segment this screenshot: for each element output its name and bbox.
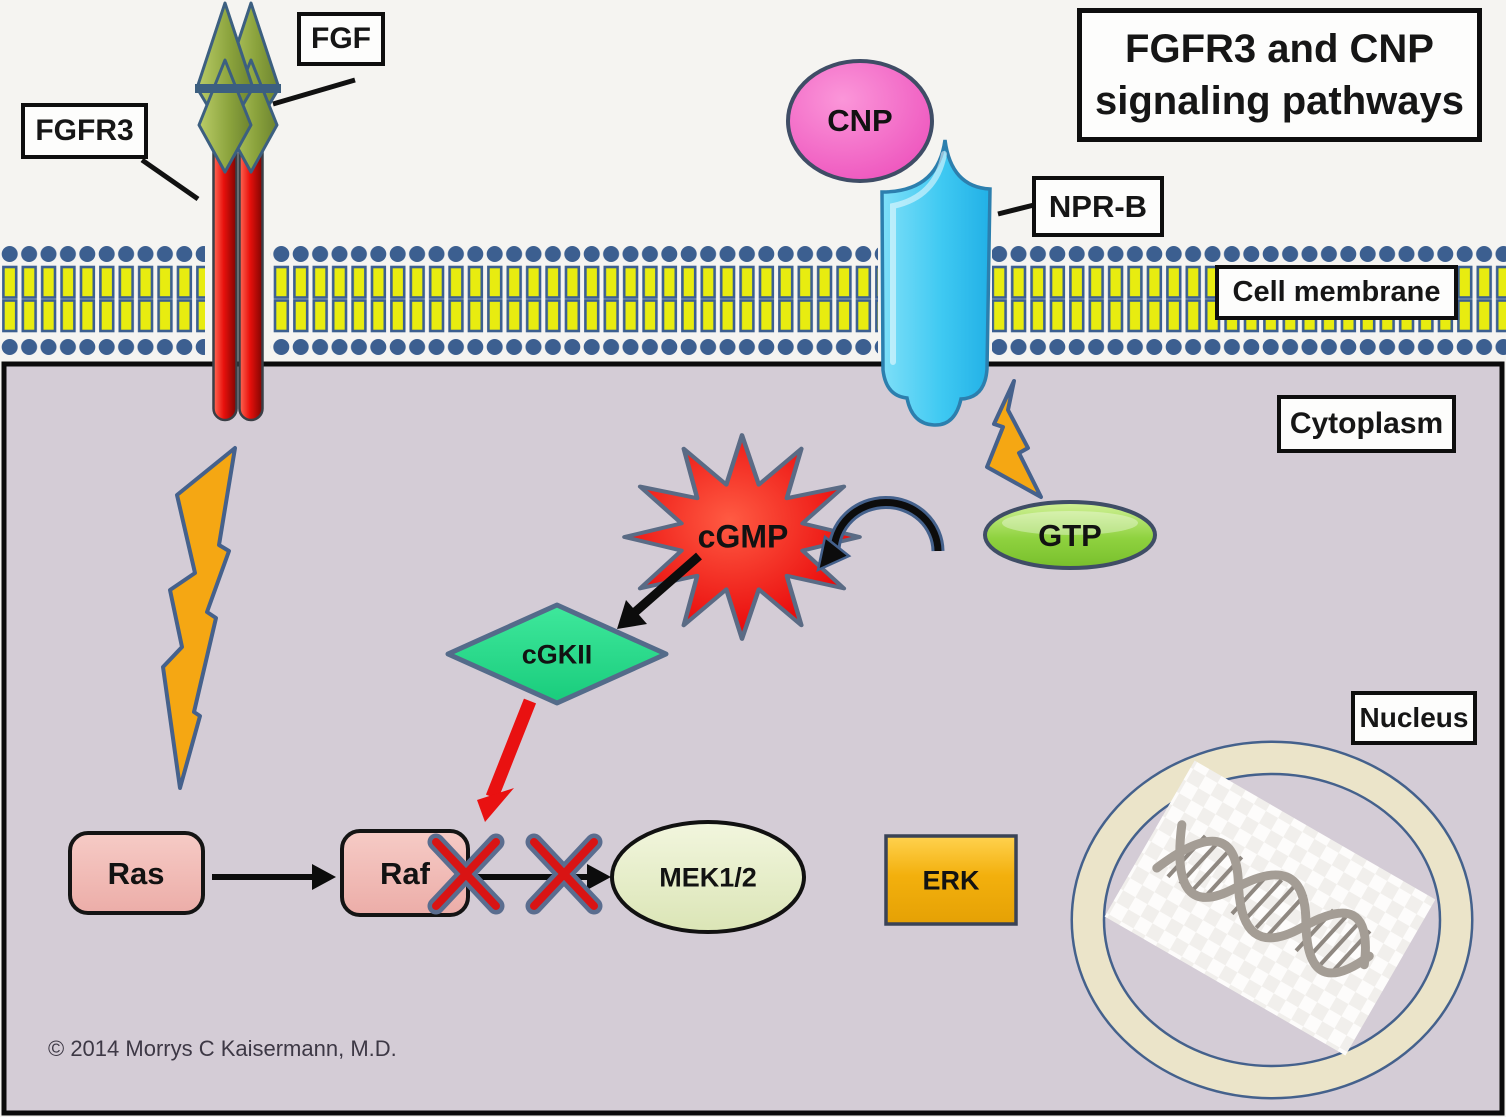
arc-arrowhead <box>816 534 852 573</box>
fgfr3-lightning-bolt-icon <box>161 446 237 790</box>
arc-line <box>830 499 942 553</box>
arrow-line <box>631 552 702 617</box>
cgkii-inhibition-arrow <box>477 698 537 822</box>
nprb-label-box: NPR-B <box>1032 176 1164 237</box>
nucleus-ring <box>1073 743 1471 1097</box>
nprb-highlight <box>890 151 947 365</box>
cgmp-label: cGMP <box>697 518 789 555</box>
cell-membrane-label-box: Cell membrane <box>1215 265 1458 320</box>
dna-image-plate <box>1104 760 1436 1056</box>
dna-helix-icon <box>1104 760 1436 1056</box>
fgfr3-pointer-line <box>140 157 200 202</box>
mek-shape <box>610 820 806 934</box>
nucleus-label-box: Nucleus <box>1351 691 1477 745</box>
nprb-receptor-shape <box>880 139 992 427</box>
fgf-diamond <box>197 58 253 174</box>
ras-shape <box>68 831 205 915</box>
membrane-segment <box>0 243 205 358</box>
red-arrow-line <box>485 698 537 800</box>
gtp-label: GTP <box>1038 518 1102 553</box>
raf-label: Raf <box>380 856 430 891</box>
gtp-highlight <box>1002 511 1138 535</box>
cnp-ligand-shape <box>786 59 934 183</box>
nprb-pointer-line <box>997 202 1035 217</box>
ras-raf-arrowhead <box>312 864 336 890</box>
erk-label: ERK <box>922 865 980 896</box>
raf-mek-arrowhead <box>587 864 611 890</box>
cgmp-burst-shape <box>622 433 862 641</box>
fgf-pointer-line <box>272 77 356 107</box>
cgkii-shape <box>445 602 669 706</box>
label-pointer-lines <box>140 77 1035 217</box>
red-arrowhead <box>477 788 514 822</box>
nucleus-outer-line <box>1070 740 1474 1100</box>
cgmp-star <box>622 433 862 641</box>
nprb-body <box>880 139 992 427</box>
inhibition-x-icon <box>525 833 603 915</box>
ras-label: Ras <box>107 856 165 891</box>
cgmp-to-cgkii-arrow <box>617 552 702 629</box>
mek-label: MEK1/2 <box>659 862 757 893</box>
cgkii-label: cGKII <box>521 639 593 670</box>
ras-raf-mek-cascade <box>68 820 806 934</box>
dna-strands <box>1152 820 1374 978</box>
diagram-title: FGFR3 and CNP signaling pathways <box>1077 8 1482 142</box>
fgf-crossbar <box>195 84 281 93</box>
title-line1: FGFR3 and CNP <box>1125 27 1434 71</box>
title-line2: signaling pathways <box>1095 79 1464 123</box>
arrowhead <box>617 600 647 629</box>
copyright-text: © 2014 Morrys C Kaisermann, M.D. <box>48 1036 397 1061</box>
inhibition-x-icon <box>427 833 505 915</box>
cnp-label: CNP <box>827 103 893 138</box>
nucleus-inner-line <box>1102 772 1442 1068</box>
membrane-segment <box>270 243 878 358</box>
erk-shape <box>884 834 1018 926</box>
nprb-lightning-bolt-icon <box>985 379 1043 499</box>
nucleus-shape <box>1070 740 1474 1100</box>
fgf-ligand-shape <box>195 1 281 174</box>
gtp-ellipse <box>983 500 1157 570</box>
fgf-label-box: FGF <box>297 12 385 66</box>
gtp-to-cgmp-arc-arrow <box>816 496 945 573</box>
signal-bolts <box>161 379 1043 790</box>
fgfr3-label-box: FGFR3 <box>21 103 148 159</box>
cytoplasm-label-box: Cytoplasm <box>1277 395 1456 453</box>
gtp-shape <box>983 500 1157 570</box>
